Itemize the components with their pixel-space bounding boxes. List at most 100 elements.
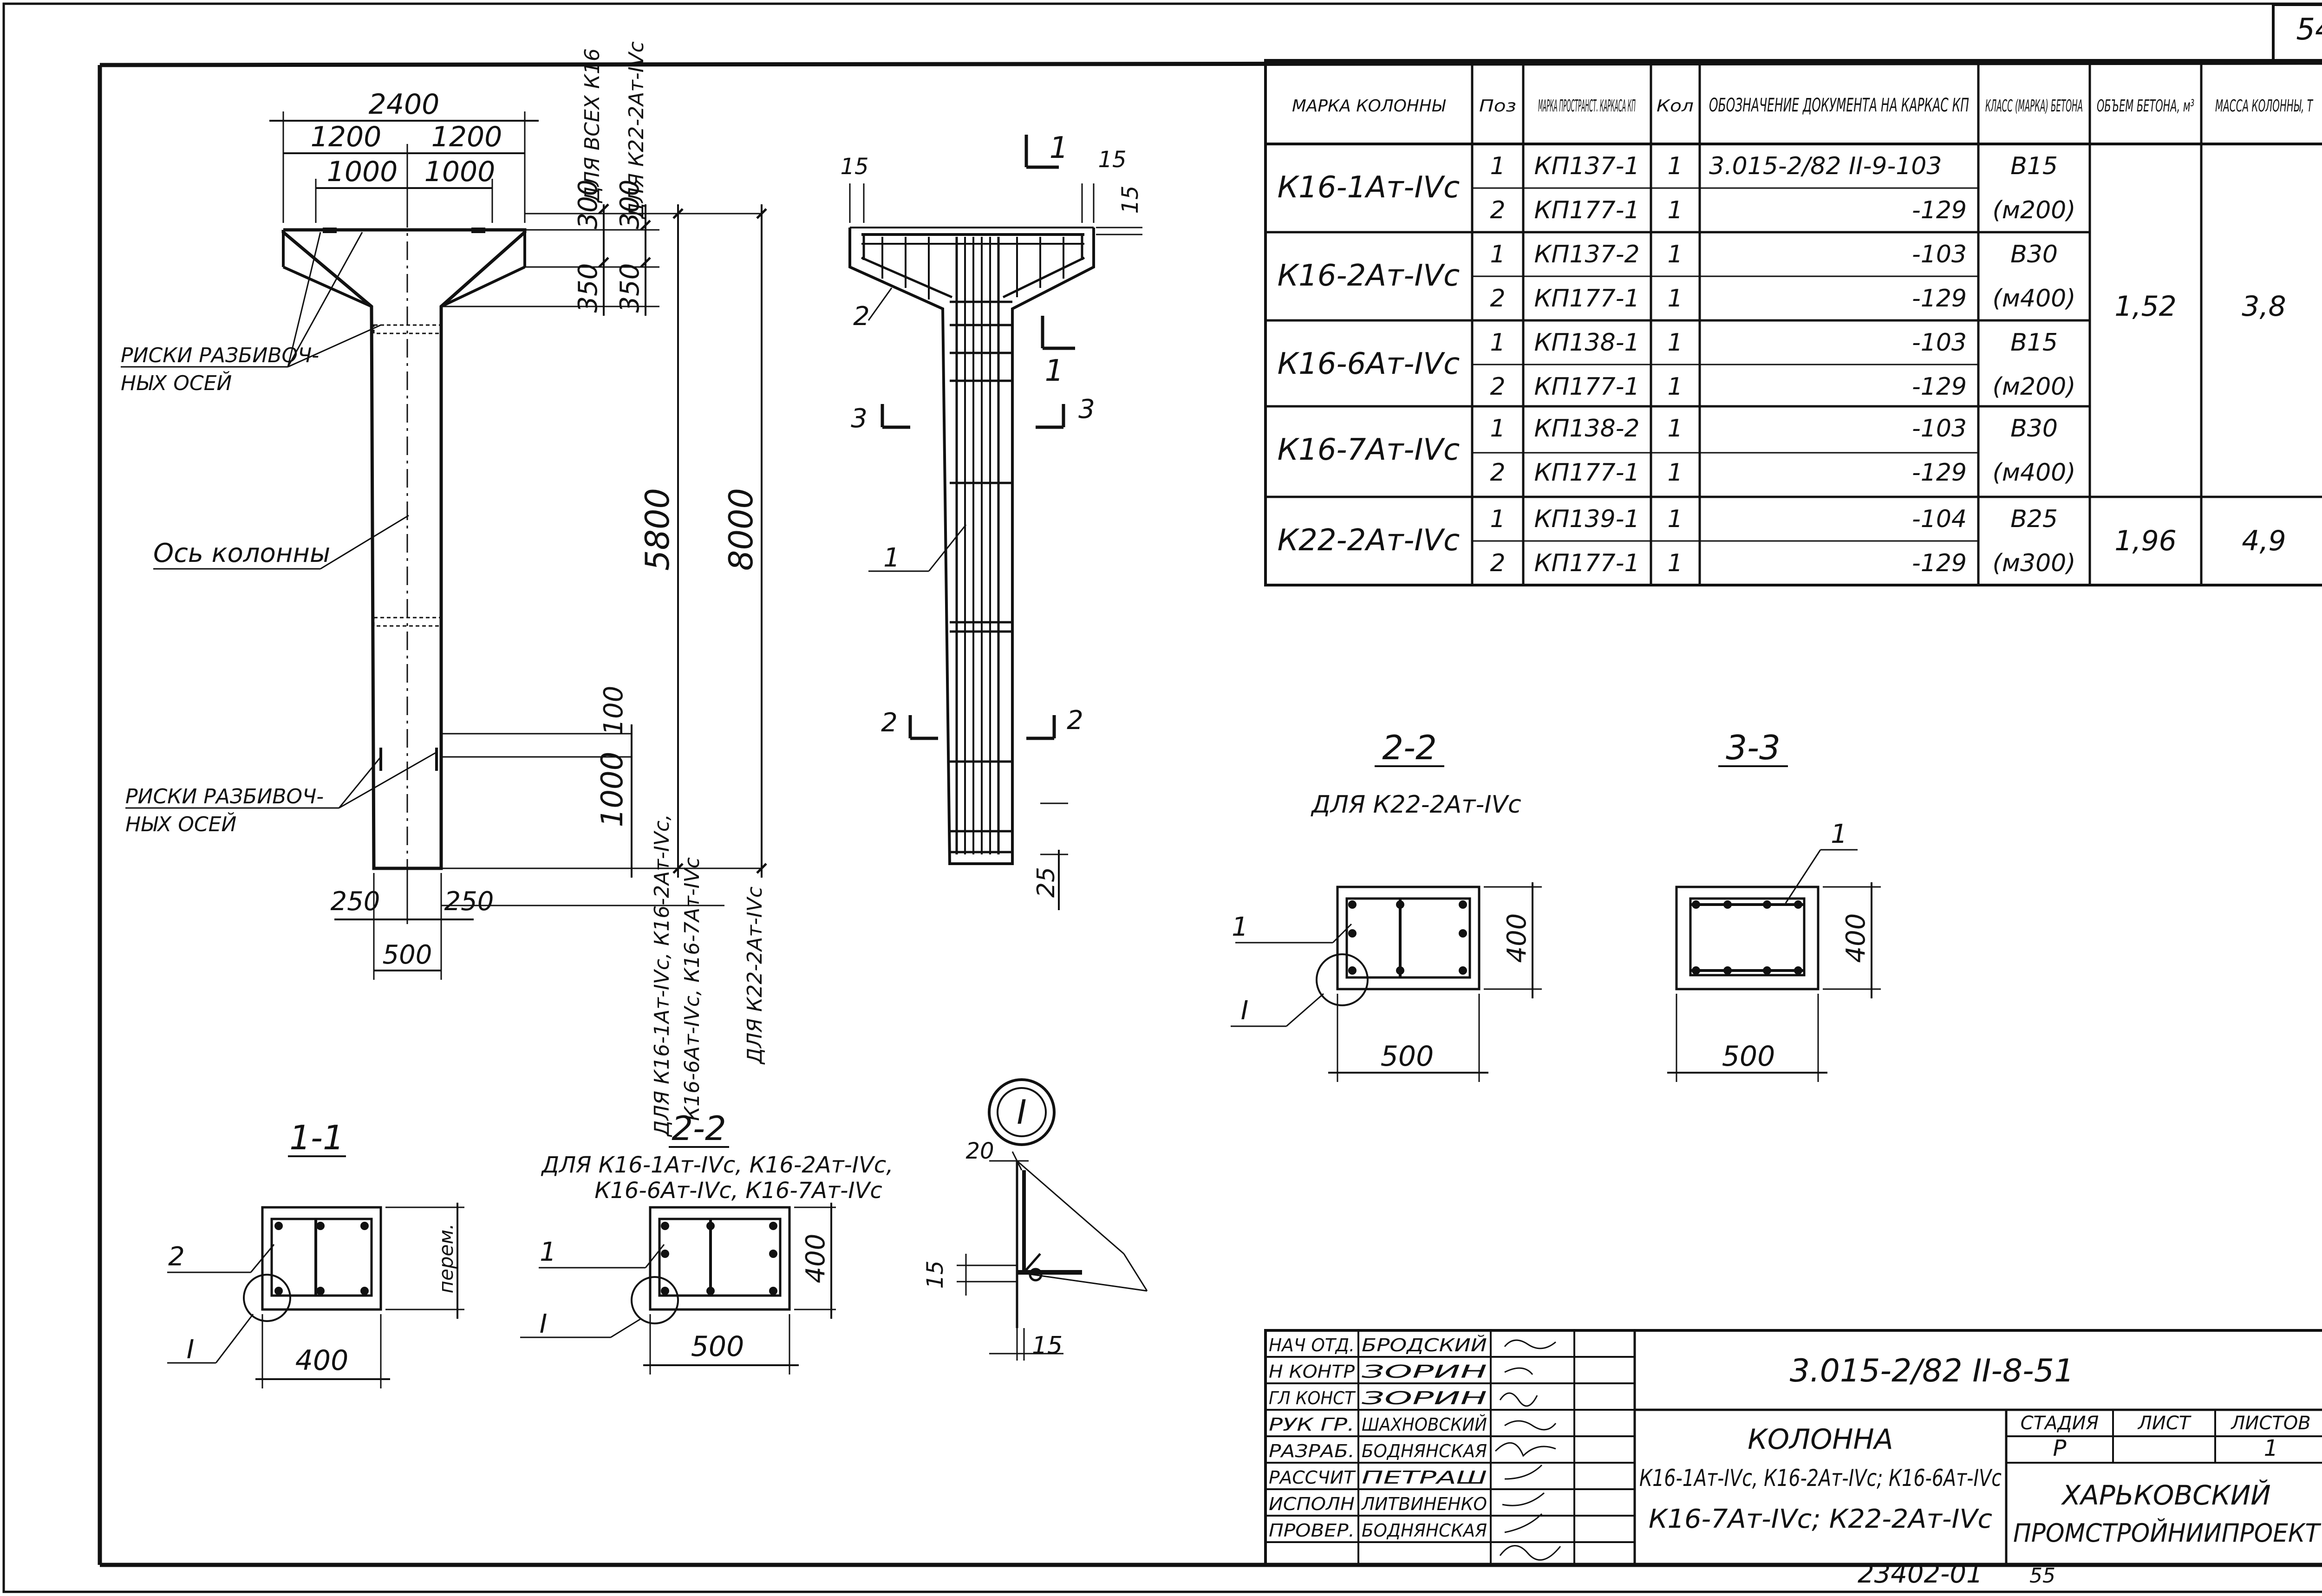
sheet-number: 54 (2296, 13, 2322, 47)
label-risks1-l1: РИСКИ РАЗБИВОЧ- (121, 344, 319, 367)
volume-group1: 1,52 (2114, 290, 2177, 323)
section11-node: I (187, 1335, 195, 1365)
dim-total-width: 2400 (369, 88, 440, 121)
reinforcement-view (848, 135, 1142, 910)
table-col-qty: 1 (1667, 196, 1683, 224)
table-col-pos: 2 (1490, 285, 1505, 313)
table-col-doc: -103 (1912, 415, 1967, 443)
table-col-doc: -129 (1912, 459, 1967, 487)
table-col-concrete: (м300) (1992, 549, 2075, 577)
section33-title: 3-3 (1726, 728, 1781, 767)
tb-role-1: Н КОНТР (1269, 1361, 1355, 1382)
section-1-1 (167, 1155, 464, 1388)
table-header-0: МАРКА КОЛОННЫ (1292, 97, 1446, 116)
node-d15a: 15 (922, 1260, 948, 1289)
tb-org-line2: ПРОМСТРОЙНИИПРОЕКТ (2013, 1518, 2322, 1548)
note-bottom2: К16-6Ат-IVс, К16-7Ат-IVс (680, 857, 704, 1121)
section11-height: перем. (435, 1224, 457, 1294)
section-2-2-a (520, 1146, 836, 1375)
tb-name-6: ЛИТВИНЕНКО (1361, 1494, 1487, 1514)
table-header-7: МАССА КОЛОННЫ, Т (2215, 97, 2314, 116)
table-col-doc: 3.015-2/82 II-9-103 (1709, 152, 1942, 180)
table-col-pos: 2 (1490, 373, 1505, 401)
tb-name-5: ПЕТРАШ (1362, 1467, 1487, 1488)
tb-sheets: 1 (2264, 1435, 2278, 1461)
table-header-6: ОБЪЕМ БЕТОНА, м³ (2097, 97, 2194, 116)
section22b-pos: 1 (1232, 912, 1248, 942)
dim-inner1: 1000 (327, 156, 398, 188)
dim-5800: 5800 (639, 488, 677, 571)
table-col-concrete: В30 (2010, 241, 2058, 268)
mass-group2: 4,9 (2242, 525, 2286, 557)
table-col-mark: К22-2Ат-IVс (1278, 523, 1460, 558)
tb-name-line3: К16-7Ат-IVс; К22-2Ат-IVс (1649, 1504, 1992, 1534)
table-col-concrete: В15 (2010, 152, 2058, 180)
tb-name-4: БОДНЯНСКАЯ (1362, 1441, 1487, 1461)
node-detail-I (957, 1078, 1148, 1361)
table-col-kp: КП177-1 (1534, 285, 1639, 313)
dim-half1: 1200 (311, 121, 382, 153)
section22b-height: 400 (1502, 913, 1532, 963)
table-col-pos: 2 (1490, 549, 1505, 577)
tb-sheets-label: ЛИСТОВ (2230, 1413, 2310, 1434)
table-col-mark: К16-7Ат-IVс (1278, 433, 1460, 467)
tb-doc-code: 3.015-2/82 II-8-51 (1790, 1353, 2074, 1389)
pos-label-2: 2 (853, 301, 870, 332)
table-col-qty: 1 (1667, 241, 1683, 268)
tb-role-2: ГЛ КОНСТ (1269, 1388, 1356, 1408)
dim-350a: 350 (573, 263, 603, 313)
dim-15a: 15 (840, 154, 868, 180)
table-col-kp: КП177-1 (1534, 549, 1639, 577)
table-col-pos: 1 (1490, 241, 1505, 268)
note-bottom1: ДЛЯ К16-1Ат-IVс, К16-2Ат-IVс, (650, 814, 674, 1137)
table-col-kp: КП177-1 (1534, 196, 1639, 224)
tb-name-line2: К16-1Ат-IVс, К16-2Ат-IVс; К16-6Ат-IVс (1639, 1465, 2002, 1492)
node-d15b: 15 (1032, 1332, 1063, 1360)
section22b-node: I (1241, 996, 1249, 1026)
section22a-height: 400 (801, 1234, 831, 1283)
table-col-qty: 1 (1667, 459, 1683, 487)
table-col-kp: КП177-1 (1534, 373, 1639, 401)
tb-sheet-label: ЛИСТ (2137, 1413, 2192, 1434)
table-header-5: КЛАСС (МАРКА) БЕТОНА (1985, 97, 2083, 116)
node-label: I (1017, 1093, 1026, 1132)
table-col-pos: 1 (1490, 415, 1505, 443)
mass-group1: 3,8 (2242, 290, 2286, 323)
section22a-pos: 1 (540, 1237, 556, 1267)
tb-role-7: ПРОВЕР. (1269, 1520, 1355, 1541)
section22a-note2: К16-6Ат-IVс, К16-7Ат-IVс (594, 1178, 882, 1204)
table-col-doc: -129 (1912, 373, 1967, 401)
table-col-concrete: В30 (2010, 415, 2058, 443)
table-col-kp: КП137-1 (1534, 152, 1639, 180)
cut-label-2a: 2 (881, 708, 898, 738)
section33-height: 400 (1841, 913, 1871, 963)
section11-width: 400 (295, 1344, 349, 1377)
dim-25: 25 (1032, 867, 1060, 898)
table-col-concrete: (м200) (1992, 196, 2075, 224)
node-d20: 20 (965, 1138, 994, 1164)
dim-250b: 250 (444, 886, 494, 917)
section11-pos: 2 (168, 1242, 185, 1272)
section22b-note: ДЛЯ К22-2Ат-IVс (1311, 791, 1521, 819)
label-axis: Ось колонны (153, 538, 330, 568)
section22b-width: 500 (1381, 1040, 1434, 1073)
table-col-qty: 1 (1667, 549, 1683, 577)
table-col-pos: 1 (1490, 329, 1505, 357)
table-header-4: ОБОЗНАЧЕНИЕ ДОКУМЕНТА НА КАРКАС КП (1709, 95, 1969, 116)
note-top1: ДЛЯ ВСЕХ К16 (580, 48, 604, 203)
table-col-pos: 1 (1490, 152, 1505, 180)
cut-label-3b: 3 (1078, 394, 1095, 424)
table-col-qty: 1 (1667, 505, 1683, 533)
table-col-concrete: В15 (2010, 329, 2058, 357)
table-col-kp: КП139-1 (1534, 505, 1639, 533)
tb-name-line1: КОЛОННА (1748, 1423, 1893, 1456)
cut-label-1a: 1 (1050, 131, 1069, 165)
table-col-kp: КП177-1 (1534, 459, 1639, 487)
table-col-mark: К16-1Ат-IVс (1278, 170, 1460, 205)
archive-page: 55 (2029, 1564, 2055, 1588)
section33-width: 500 (1722, 1040, 1775, 1073)
note-bottom3: ДЛЯ К22-2Ат-IVс (743, 886, 767, 1065)
tb-role-0: НАЧ ОТД. (1269, 1335, 1355, 1355)
note-top2: ДЛЯ К22-2Ат-IVс (625, 41, 648, 220)
